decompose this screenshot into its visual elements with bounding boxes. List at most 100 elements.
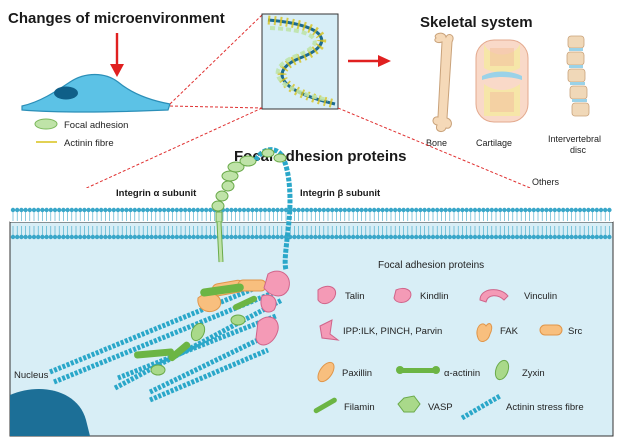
lipid-head <box>426 207 431 213</box>
lipid-head <box>48 234 53 240</box>
lipid-head <box>502 234 507 240</box>
protein-legend-title: Focal adhesion proteins <box>378 260 484 271</box>
lipid-head <box>296 234 301 240</box>
lipid-head <box>514 207 520 213</box>
lipid-head <box>519 234 524 240</box>
right-arrow <box>348 55 391 67</box>
lipid-head <box>145 207 150 213</box>
lipid-head <box>598 207 604 213</box>
lipid-head <box>367 234 373 240</box>
lipid-head <box>346 207 352 213</box>
lipid-head <box>510 207 515 213</box>
lipid-head <box>187 207 192 213</box>
lipid-head <box>52 234 58 240</box>
lipid-head <box>418 207 423 213</box>
lipid-head <box>351 234 356 240</box>
lipid-head <box>372 234 377 240</box>
lipid-head <box>183 234 188 240</box>
talin-icon <box>317 285 336 305</box>
lipid-head <box>292 207 297 213</box>
lipid-head <box>40 207 45 213</box>
lipid-head <box>594 234 599 240</box>
lipid-head <box>275 234 280 240</box>
lipid-head <box>519 207 524 213</box>
lipid-head <box>498 207 503 213</box>
legend-kindlin: Kindlin <box>420 291 449 302</box>
lipid-head <box>334 207 339 213</box>
lipid-head <box>254 234 259 240</box>
lipid-head <box>283 207 289 213</box>
lipid-head <box>472 207 478 213</box>
lipid-head <box>451 234 457 240</box>
lipid-head <box>52 207 58 213</box>
lipid-head <box>523 207 528 213</box>
skeletal-title: Skeletal system <box>420 14 533 31</box>
alpha-actinin-icon <box>396 366 440 374</box>
lipid-head <box>115 234 121 240</box>
lipid-head <box>149 207 154 213</box>
lipid-head <box>90 234 96 240</box>
lipid-head <box>61 234 66 240</box>
bone-icon <box>432 32 454 133</box>
lipid-head <box>36 207 41 213</box>
lipid-head <box>443 207 448 213</box>
lipid-head <box>586 234 591 240</box>
legend-actinin-stress-fibre: Actinin stress fibre <box>506 402 584 413</box>
integrin-beta-subunit <box>253 147 293 271</box>
lipid-bilayer <box>10 207 612 240</box>
lipid-head <box>351 207 356 213</box>
lipid-head <box>338 234 343 240</box>
lipid-head <box>460 234 465 240</box>
lipid-head <box>246 234 251 240</box>
integrin-alpha-subunit <box>211 155 257 263</box>
lipid-head <box>510 234 515 240</box>
lipid-head <box>23 234 28 240</box>
down-arrow <box>110 33 124 77</box>
lipid-head <box>107 207 112 213</box>
lipid-head <box>393 234 398 240</box>
integrin-alpha-label: Integrin α subunit <box>116 188 197 199</box>
lipid-head <box>128 207 133 213</box>
lipid-head <box>346 234 352 240</box>
lipid-head <box>321 207 326 213</box>
lipid-head <box>86 207 91 213</box>
lipid-head <box>573 207 578 213</box>
lipid-head <box>237 207 242 213</box>
lipid-head <box>31 207 37 213</box>
legend-ipp: IPP:ILK, PINCH, Parvin <box>343 326 442 337</box>
spine-icon <box>566 35 590 117</box>
lipid-head <box>481 234 486 240</box>
lipid-head <box>439 207 444 213</box>
lipid-head <box>502 207 507 213</box>
lipid-head <box>556 234 562 240</box>
lipid-head <box>145 234 150 240</box>
lipid-head <box>317 207 322 213</box>
legend-focal-adhesion: Focal adhesion <box>64 120 128 131</box>
lipid-head <box>309 234 314 240</box>
lipid-head <box>342 207 347 213</box>
lipid-head <box>456 207 461 213</box>
lipid-head <box>19 207 24 213</box>
lipid-head <box>65 234 70 240</box>
lipid-head <box>31 234 37 240</box>
lipid-head <box>506 234 511 240</box>
lipid-head <box>267 207 272 213</box>
lipid-head <box>388 207 394 213</box>
zoom-line-lower <box>169 105 263 109</box>
lipid-head <box>262 207 268 213</box>
lipid-head <box>363 207 368 213</box>
lipid-head <box>187 234 192 240</box>
lipid-head <box>258 207 263 213</box>
lipid-head <box>594 207 599 213</box>
legend-fak: FAK <box>500 326 519 337</box>
lipid-head <box>313 207 318 213</box>
lipid-head <box>363 234 368 240</box>
zoom-line-left <box>11 107 263 223</box>
lipid-head <box>464 234 469 240</box>
lipid-head <box>435 234 440 240</box>
lipid-head <box>464 207 469 213</box>
lipid-head <box>535 234 541 240</box>
lipid-head <box>447 207 452 213</box>
protein-legend: Talin Kindlin Vinculin IPP:ILK, PINCH, P… <box>313 285 584 421</box>
lipid-head <box>65 207 70 213</box>
